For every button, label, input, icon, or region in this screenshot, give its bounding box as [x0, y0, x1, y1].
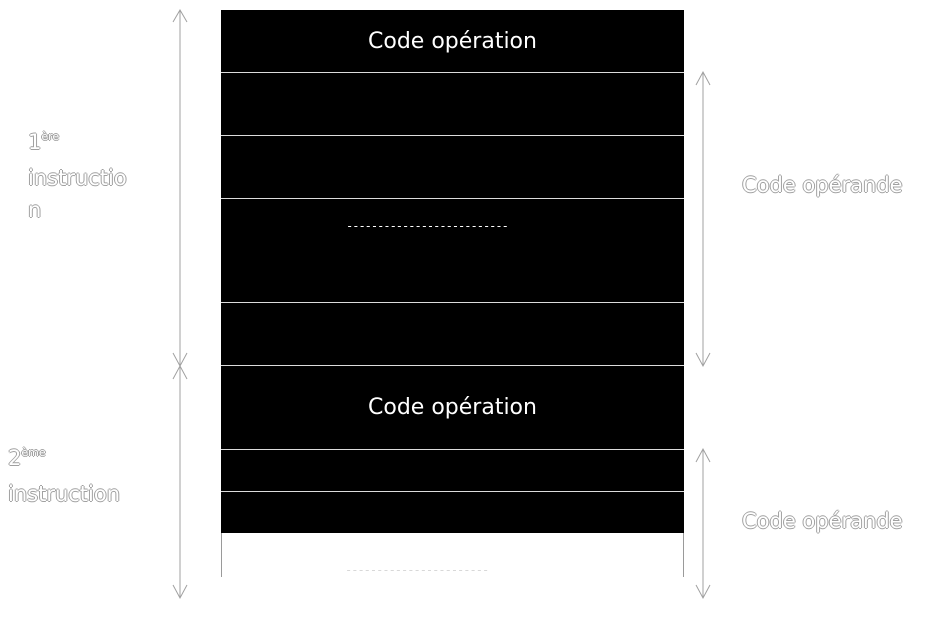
memory-right-edge	[683, 533, 684, 577]
instruction-2-label: 2ème instruction	[8, 442, 120, 510]
cell-separator	[221, 449, 684, 450]
op-code-label-1: Code opération	[368, 28, 537, 54]
instruction-1-word-line2: n	[28, 198, 42, 222]
arrow-head-down	[172, 584, 188, 600]
arrow-head-down	[695, 584, 711, 600]
operand-cell-1b	[221, 136, 684, 198]
cell-separator	[221, 491, 684, 492]
cell-separator	[221, 72, 684, 73]
instruction-2-suffix: ème	[21, 446, 46, 459]
op-code-cell-2: Code opération	[221, 366, 684, 449]
continuation-dashes-1: --------------------------	[346, 219, 509, 233]
continuation-dashes-2: -----------------------	[345, 563, 489, 577]
arrow-head-down	[695, 352, 711, 368]
operand-cell-1a	[221, 73, 684, 135]
instruction-2-word: instruction	[8, 482, 121, 506]
operand-cell-1d	[221, 303, 684, 365]
arrow-head-up	[695, 447, 711, 463]
instruction-2-number: 2	[8, 446, 22, 470]
arrow-head-up	[172, 9, 188, 23]
arrow-head-up	[695, 70, 711, 86]
arrow-head-up	[172, 364, 188, 380]
operand-1-label: Code opérande	[742, 173, 903, 197]
cell-separator	[221, 198, 684, 199]
memory-column: Code opération -------------------------…	[221, 10, 684, 577]
cell-separator	[221, 302, 684, 303]
memory-left-edge	[221, 533, 222, 577]
instruction-1-number: 1	[28, 130, 42, 154]
operand-cell-1c: --------------------------	[221, 199, 684, 302]
cell-separator	[221, 135, 684, 136]
operand-2-label: Code opérande	[742, 509, 903, 533]
op-code-label-2: Code opération	[368, 395, 537, 420]
operand-cell-2b	[221, 492, 684, 533]
operand-cell-2a	[221, 450, 684, 491]
cell-separator	[221, 365, 684, 366]
instruction-1-word-line1: instructio	[28, 166, 127, 190]
instruction-1-suffix: ère	[41, 130, 60, 143]
op-code-cell-1: Code opération	[221, 10, 684, 72]
instruction-1-label: 1ère instructio n	[28, 126, 127, 226]
